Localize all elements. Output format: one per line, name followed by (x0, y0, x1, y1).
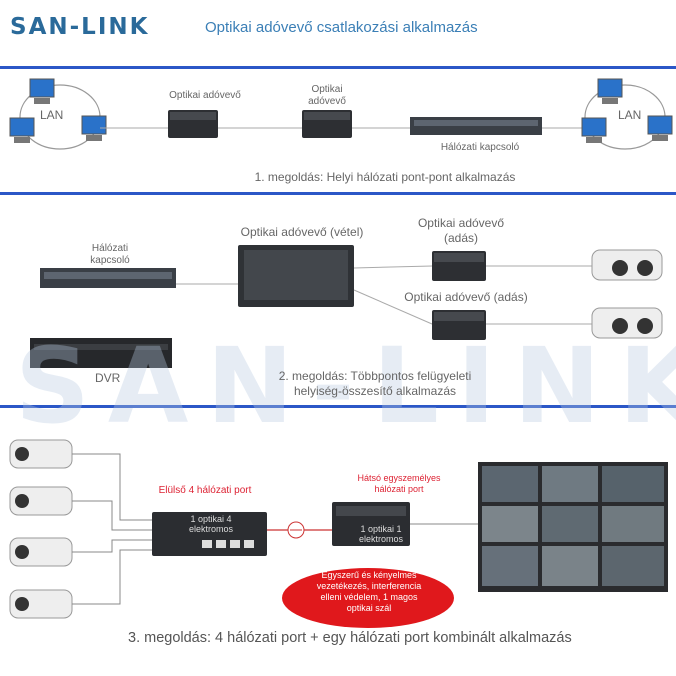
device-4-label: 1 optikai 4 elektromos (188, 514, 233, 534)
dvr-device (30, 338, 172, 368)
transceiver-device (432, 251, 486, 281)
page-title: Optikai adóvevő csatlakozási alkalmazás (205, 19, 478, 36)
transceiver-device (168, 110, 218, 138)
pc-icon (581, 117, 607, 143)
lan-right-group (581, 78, 673, 150)
transceiver-1port-device (332, 502, 410, 546)
lan-left-group (9, 78, 107, 150)
divider-1 (0, 66, 676, 69)
transceiver-b-label: Optikai adóvevő (308, 84, 346, 107)
rear-port-label: Hátsó egyszemélyes hálózati port (357, 473, 441, 494)
fiber-link-icon (287, 521, 305, 539)
tx-top-label: Optikai adóvevő (adás) (417, 216, 505, 245)
note-bubble (282, 568, 454, 628)
rack-transceiver-device (238, 245, 354, 307)
camera-icon (9, 537, 73, 567)
camera-icon (591, 307, 663, 339)
monitor-wall-image (478, 462, 668, 592)
caption-1: 1. megoldás: Helyi hálózati pont-pont al… (254, 170, 516, 184)
camera-icon (9, 486, 73, 516)
lan-right-label: LAN (618, 108, 642, 122)
divider-3 (0, 405, 676, 408)
switch-label: Hálózati kapcsoló (90, 243, 130, 266)
caption-3: 3. megoldás: 4 hálózati port + egy hálóz… (128, 630, 572, 646)
switch-label: Hálózati kapcsoló (440, 142, 520, 153)
brand-logo: SAN-LINK (10, 14, 150, 40)
transceiver-device (432, 310, 486, 340)
divider-2 (0, 192, 676, 195)
switch-device (410, 117, 542, 135)
note-text: Egyszerű és kényelmes vezetékezés, inter… (316, 570, 422, 613)
watermark-text: SAN-LINK (15, 325, 676, 447)
dvr-label: DVR (95, 371, 121, 385)
lan-left-label: LAN (40, 108, 64, 122)
pc-icon (597, 78, 623, 104)
transceiver-device (302, 110, 352, 138)
switch-device (40, 268, 176, 288)
transceiver-a-label: Optikai adóvevő (169, 90, 241, 101)
front-ports-label: Elülső 4 hálózati port (158, 485, 252, 496)
pc-icon (81, 115, 107, 141)
caption-2: 2. megoldás: Többpontos felügyeleti hely… (278, 369, 472, 398)
rack-label: Optikai adóvevő (vétel) (240, 225, 364, 239)
pc-icon (9, 117, 35, 143)
transceiver-4port-device (152, 512, 267, 556)
camera-icon (9, 589, 73, 619)
tx-bottom-label: Optikai adóvevő (adás) (404, 290, 528, 304)
device-1-label: 1 optikai 1 elektromos (358, 524, 403, 544)
camera-icon (591, 249, 663, 281)
pc-icon (647, 115, 673, 141)
pc-icon (29, 78, 55, 104)
